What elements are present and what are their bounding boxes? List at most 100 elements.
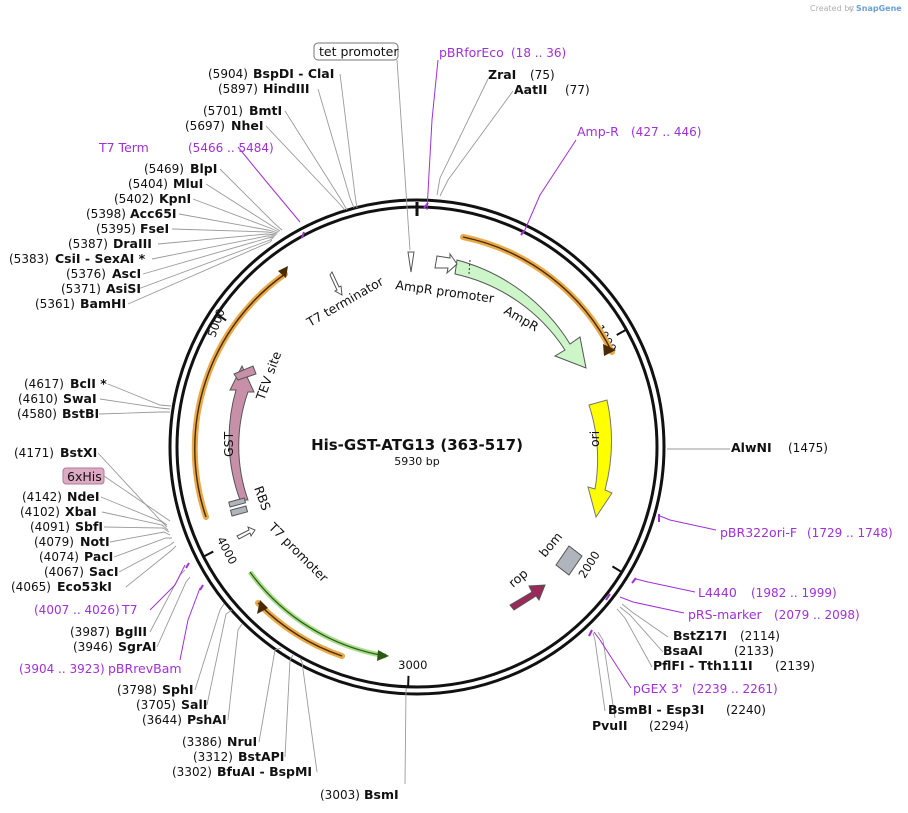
enzyme-site-noti[interactable]: (4079)NotI <box>34 534 110 549</box>
t7-terminator-label: T7 terminator <box>303 273 387 330</box>
primer-prsmarker[interactable]: pRS-marker(2079 .. 2098) <box>688 607 860 622</box>
primer-pbr322orif[interactable]: pBR322ori-F(1729 .. 1748) <box>720 525 893 540</box>
enzyme-site-ndei[interactable]: (4142) NdeI <box>22 489 100 504</box>
enzyme-site-alwni[interactable]: AlwNI(1475) <box>731 440 828 455</box>
enzyme-name: BamHI <box>80 296 126 311</box>
ruler-tick-1000 <box>616 328 627 336</box>
enzyme-site-bstz17i[interactable]: BstZ17I(2114) <box>673 628 780 643</box>
primer-t7[interactable]: T7(4007 .. 4026) <box>34 602 138 617</box>
enzyme-position: (4580) <box>17 407 57 421</box>
primer-name: pBR322ori-F <box>720 525 797 540</box>
backbone-outer-strand <box>168 198 666 696</box>
primer-l4440[interactable]: L4440(1982 .. 1999) <box>698 585 837 600</box>
gst-label: GST <box>221 431 236 457</box>
enzyme-site-swai[interactable]: (4610)SwaI <box>18 391 97 406</box>
primer-range: (3904 .. 3923) <box>19 662 105 676</box>
enzyme-site-eco53ki[interactable]: (4065)Eco53kI <box>11 579 112 594</box>
tev-site-arrow <box>233 365 257 381</box>
ampr-primer-site-arrow <box>407 251 415 273</box>
enzyme-name: KpnI <box>159 191 191 206</box>
enzyme-site-aatii[interactable]: AatII(77) <box>514 82 590 97</box>
primer-range: (5466 .. 5484) <box>188 141 274 155</box>
enzyme-site-bfuai[interactable]: (3302)BfuAI - BspMI <box>172 764 312 779</box>
enzyme-site-bsmbi[interactable]: BsmBI - Esp3I (2240) <box>608 702 766 717</box>
enzyme-site-bstbi[interactable]: (4580)BstBI <box>17 406 99 421</box>
enzyme-site-pvuii[interactable]: PvuII (2294) <box>592 718 689 733</box>
ampr-orf-arrowhead <box>603 344 616 356</box>
enzyme-name: NruI <box>227 734 257 749</box>
enzyme-site-draiii[interactable]: (5387)DraIII <box>68 236 152 251</box>
primer-pgex3[interactable]: pGEX 3'(2239 .. 2261) <box>633 681 778 696</box>
primer-pbrforeco[interactable]: pBRforEco(18 .. 36) <box>439 45 566 60</box>
enzyme-name: SwaI <box>63 391 97 406</box>
enzyme-site-bstxi[interactable]: (4171)BstXI <box>14 445 97 460</box>
primer-range: (4007 .. 4026) <box>34 603 120 617</box>
enzyme-site-bcli[interactable]: (4617)BclI * <box>24 376 107 391</box>
tet-promoter-box <box>313 42 399 61</box>
enzyme-site-asisi[interactable]: (5371)AsiSI <box>61 281 141 296</box>
enzyme-site-bstapi[interactable]: (3312)BstAPI <box>193 749 284 764</box>
enzyme-position: (5701) <box>203 104 243 118</box>
enzyme-name: BstAPI <box>238 749 284 764</box>
rbs-box <box>229 505 249 517</box>
t7-promoter-label: T7 promoter <box>265 519 332 586</box>
primer-labels: pBRforEco(18 .. 36) Amp-R(427 .. 446) T7 T… <box>19 45 893 696</box>
enzyme-site-nrui[interactable]: (3386) NruI <box>182 734 257 749</box>
enzyme-site-asci[interactable]: (5376)AscI <box>66 266 141 281</box>
lacI-line <box>249 571 387 657</box>
enzyme-site-sgrai[interactable]: (3946)SgrAI <box>73 639 156 654</box>
enzyme-position: (2240) <box>726 703 766 717</box>
enzyme-site-fsei[interactable]: (5395)FseI <box>96 221 169 236</box>
enzyme-position: (3798) <box>117 683 157 697</box>
enzyme-position: (4142) <box>22 490 62 504</box>
enzyme-site-acc65i[interactable]: (5398)Acc65I <box>86 206 177 221</box>
enzyme-site-zrai[interactable]: ZraI(75) <box>488 67 555 82</box>
enzyme-position: (4074) <box>39 550 79 564</box>
enzyme-site-nhei[interactable]: (5697)NheI <box>185 118 264 133</box>
primer-pbrrevbam[interactable]: pBRrevBam(3904 .. 3923) <box>19 661 182 676</box>
enzyme-site-pflfi[interactable]: PflFI - Tth111I(2139) <box>653 658 815 673</box>
enzyme-site-blpi[interactable]: (5469)BlpI <box>144 161 217 176</box>
primer-t7term[interactable]: T7 Term(5466 .. 5484) <box>98 140 274 155</box>
primer-name: Amp-R <box>577 124 619 139</box>
enzyme-site-xbai[interactable]: (4102)XbaI <box>20 504 97 519</box>
enzyme-site-paci[interactable]: (4074)PacI <box>39 549 113 564</box>
enzyme-name: NdeI <box>67 489 100 504</box>
enzyme-position: (3386) <box>182 735 222 749</box>
enzyme-name: PvuII <box>592 718 628 733</box>
enzyme-position: (3987) <box>70 625 110 639</box>
enzyme-site-saci[interactable]: (4067)SacI <box>44 564 119 579</box>
enzyme-name: DraIII <box>113 236 152 251</box>
enzyme-site-bglii[interactable]: (3987)BglII <box>70 624 147 639</box>
enzyme-name: BlpI <box>190 161 217 176</box>
enzyme-name: SgrAI <box>118 639 156 654</box>
enzyme-site-kpni[interactable]: (5402)KpnI <box>114 191 191 206</box>
enzyme-name: XbaI <box>65 504 97 519</box>
tev-site-label: TEV site <box>252 349 284 403</box>
enzyme-site-bsmi[interactable]: (3003)BsmI <box>320 787 399 802</box>
enzyme-site-bspdi[interactable]: (5904)BspDI - ClaI <box>208 66 334 81</box>
enzyme-site-pshai[interactable]: (3644)PshAI <box>142 712 227 727</box>
enzyme-name: BsmI <box>364 787 399 802</box>
ruler-tick-4000 <box>203 550 214 558</box>
enzyme-name: AscI <box>112 266 141 281</box>
enzyme-name: AsiSI <box>106 281 141 296</box>
enzyme-position: (2294) <box>649 719 689 733</box>
enzyme-site-sphi[interactable]: (3798)SphI <box>117 682 194 697</box>
enzyme-position: (3302) <box>172 765 212 779</box>
enzyme-site-mlui[interactable]: (5404)MluI <box>128 176 203 191</box>
enzyme-site-sbfi[interactable]: (4091)SbfI <box>30 519 103 534</box>
enzyme-name: SalI <box>181 697 207 712</box>
enzyme-site-bsaai[interactable]: BsaAI(2133) <box>663 643 774 658</box>
lacI-arrowhead <box>377 650 389 661</box>
enzyme-site-bmti[interactable]: (5701)BmtI <box>203 103 282 118</box>
primer-range: (18 .. 36) <box>511 46 566 60</box>
enzyme-site-sali[interactable]: (3705)SalI <box>136 697 207 712</box>
enzyme-name: BsmBI - Esp3I <box>608 702 704 717</box>
his-leader <box>103 475 171 522</box>
enzyme-site-hindiii[interactable]: (5897)HindIII <box>218 81 310 96</box>
enzyme-site-bamhi[interactable]: (5361)BamHI <box>35 296 126 311</box>
primer-ampr[interactable]: Amp-R(427 .. 446) <box>577 124 701 139</box>
enzyme-name: Eco53kI <box>57 579 112 594</box>
enzyme-site-csii[interactable]: (5383)CsiI - SexAI * <box>9 251 146 266</box>
